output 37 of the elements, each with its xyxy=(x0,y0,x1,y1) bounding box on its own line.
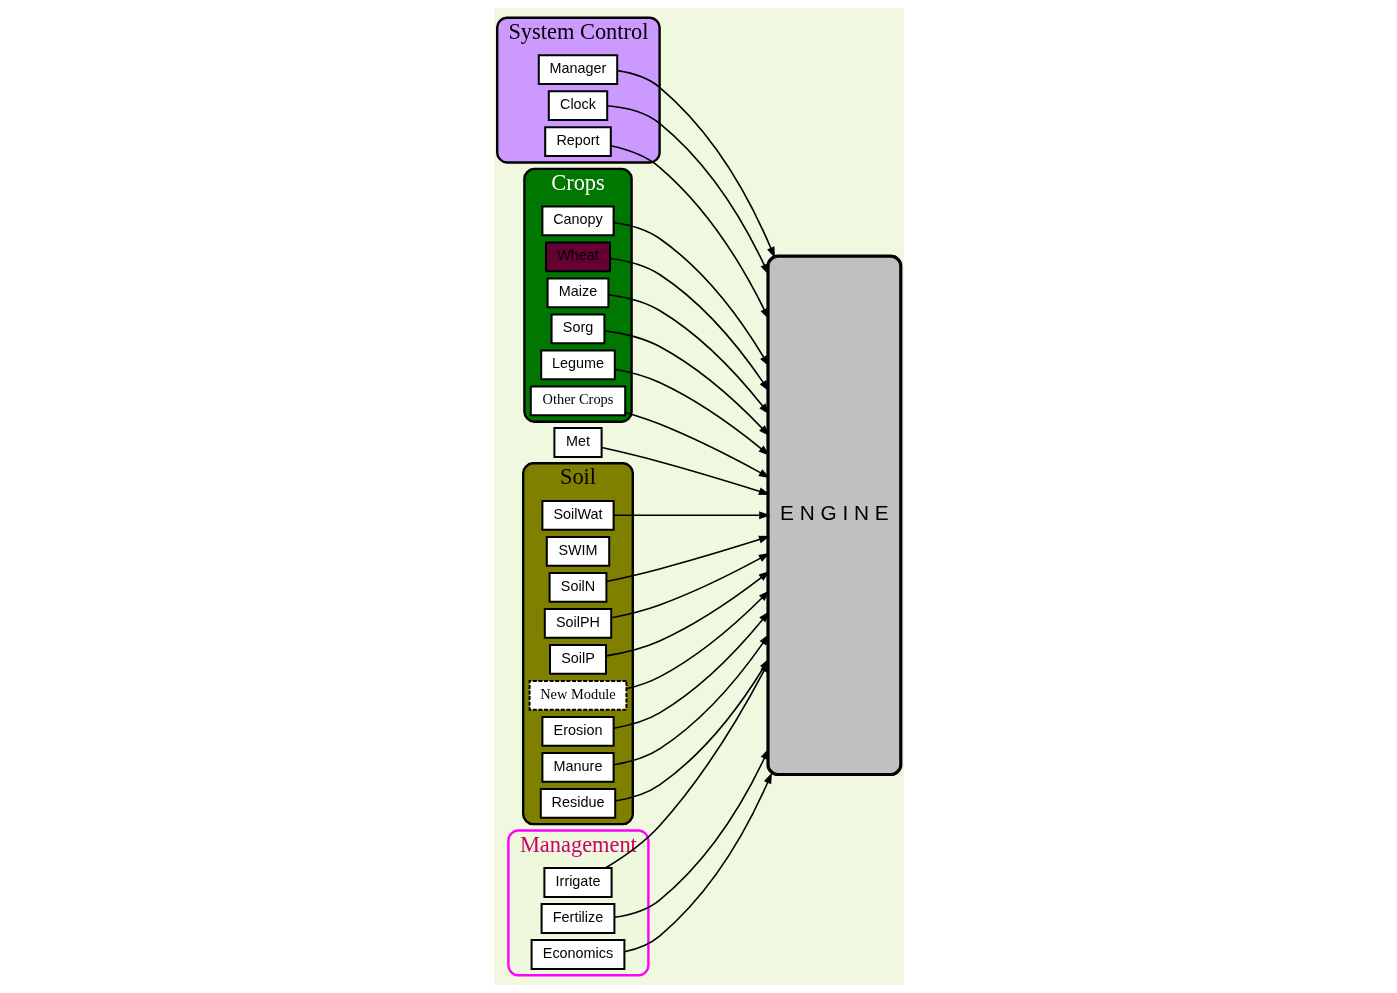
arrow xyxy=(610,553,770,619)
arrow xyxy=(605,535,770,583)
node-box: Residue xyxy=(539,787,616,819)
node-box: SoilPH xyxy=(543,607,612,639)
node-box: Manure xyxy=(540,751,615,783)
node-box: Economics xyxy=(530,939,625,970)
node-box: New Module xyxy=(528,679,627,711)
node-box: SoilN xyxy=(548,571,607,603)
node-box: Irrigate xyxy=(542,867,613,898)
arrow xyxy=(616,69,775,259)
arrow xyxy=(612,221,769,367)
arrow xyxy=(609,145,769,320)
node-box: SoilWat xyxy=(540,499,615,531)
arrow xyxy=(600,446,770,495)
node-box: Clock xyxy=(547,90,608,122)
node-box: Maize xyxy=(546,277,609,309)
arrow xyxy=(612,511,770,520)
arrow xyxy=(623,772,772,953)
arrow xyxy=(613,748,769,919)
node-box: Legume xyxy=(539,349,616,381)
node-box: Sorg xyxy=(550,313,605,345)
node-box: Manager xyxy=(537,54,618,86)
node-box: Canopy xyxy=(540,205,615,237)
arrow xyxy=(606,104,769,276)
node-box: Wheat xyxy=(544,241,611,273)
node-box: Met xyxy=(552,427,603,458)
node-box: Report xyxy=(543,126,612,158)
node-box: SoilP xyxy=(548,643,607,675)
node-box: Other Crops xyxy=(529,385,626,417)
arrow xyxy=(603,330,770,437)
arrow xyxy=(604,570,770,657)
node-box: E N G I N E xyxy=(765,254,902,777)
arrow xyxy=(607,293,769,415)
node-box: SWIM xyxy=(545,535,610,567)
node-box: Fertilize xyxy=(540,903,615,934)
arrow xyxy=(624,411,770,478)
node-box: Erosion xyxy=(540,715,615,747)
